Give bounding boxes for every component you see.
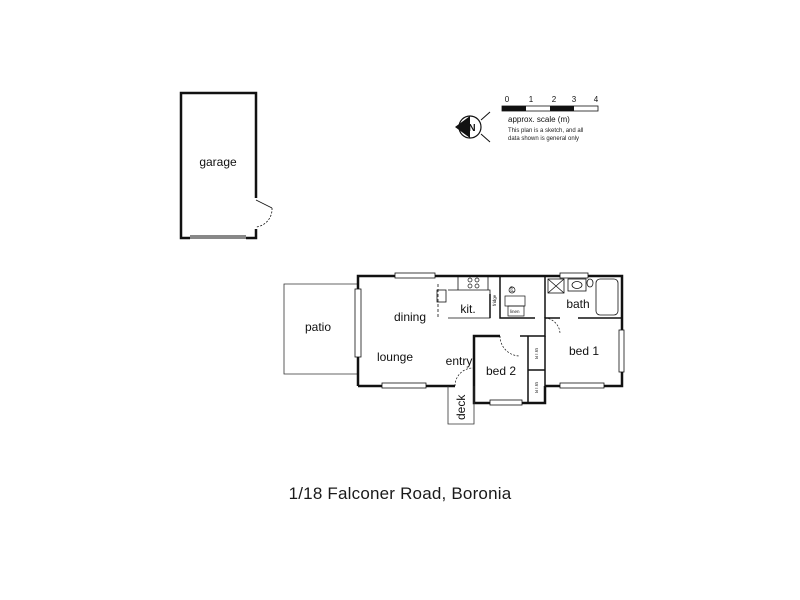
property-address: 1/18 Falconer Road, Boronia <box>288 484 512 503</box>
bed2-label: bed 2 <box>486 364 516 378</box>
entry-label: entry <box>446 354 473 368</box>
garage-label: garage <box>199 155 237 169</box>
scale-tick-1: 1 <box>529 95 534 104</box>
north-letter: N <box>468 123 475 134</box>
bath-label: bath <box>566 297 589 311</box>
linen-label: linen <box>510 309 520 314</box>
patio-outline <box>283 283 357 375</box>
deck-label: deck <box>454 394 468 420</box>
garage-outline <box>179 91 258 240</box>
scale-tick-2: 2 <box>552 95 557 104</box>
scale-tick-4: 4 <box>594 95 599 104</box>
patio-label: patio <box>305 320 331 334</box>
fridge-label: fridge <box>492 294 497 306</box>
disclaimer-line-2: data shown is general only <box>508 136 579 142</box>
garage-door-swing <box>255 199 273 228</box>
disclaimer-line-1: This plan is a sketch, and all <box>508 128 583 134</box>
bed1-label: bed 1 <box>569 344 599 358</box>
wir-upper-label: W I R <box>534 348 539 360</box>
scale-bar <box>501 105 599 112</box>
kitchen-label: kit. <box>460 302 475 316</box>
scale-ticks: 0 1 2 3 4 <box>505 95 599 104</box>
north-compass-icon: N <box>455 111 491 143</box>
deck-outline <box>447 386 475 425</box>
cooktop-icon <box>467 277 480 289</box>
scale-label: approx. scale (m) <box>508 115 570 124</box>
wir-lower-label: W I R <box>534 382 539 394</box>
dining-label: dining <box>394 310 426 324</box>
windows <box>354 272 625 406</box>
bath-fixtures <box>547 278 619 316</box>
scale-tick-3: 3 <box>572 95 577 104</box>
kitchen-bench <box>436 276 491 319</box>
scale-tick-0: 0 <box>505 95 510 104</box>
lounge-label: lounge <box>377 350 413 364</box>
laundry-fixtures <box>504 286 526 317</box>
door-swings <box>454 317 561 387</box>
pantry-label: pty <box>509 285 514 292</box>
